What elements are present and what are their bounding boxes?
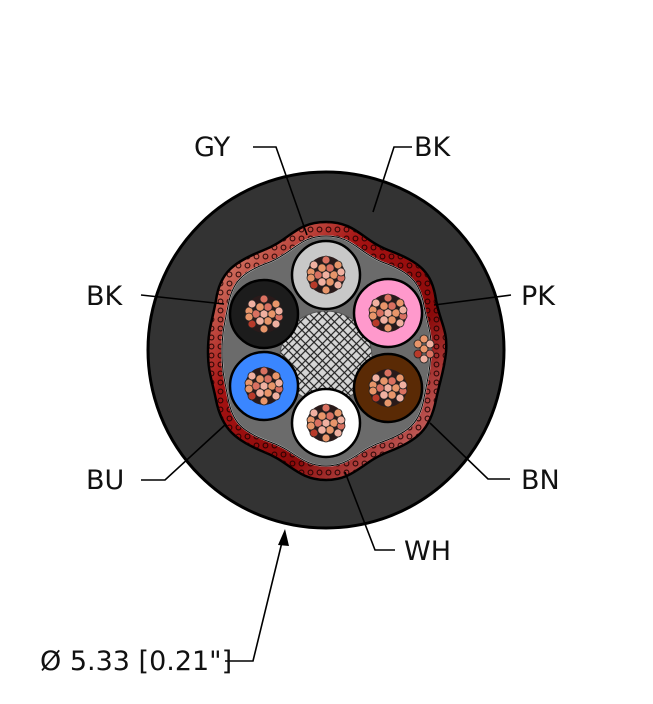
conductor-bu: [228, 350, 300, 422]
leader-wh: [344, 471, 395, 551]
label-wh: WH: [404, 536, 451, 567]
label-pk: PK: [521, 281, 555, 312]
conductor-pk: [352, 277, 424, 349]
label-bn: BN: [521, 465, 560, 496]
drain-wire: [413, 334, 435, 364]
leader-lines: [140, 146, 512, 662]
label-bk-jacket: BK: [414, 132, 451, 163]
label-bu: BU: [86, 465, 125, 496]
conductor-bk: [228, 278, 300, 350]
leader-diameter: [225, 537, 284, 662]
conductor-wh: [290, 387, 362, 459]
leader-gy: [253, 146, 308, 236]
label-bk-conductor: BK: [86, 281, 123, 312]
leader-bk-conductor: [140, 294, 225, 305]
leader-pk: [433, 294, 512, 306]
leader-bu: [141, 423, 227, 481]
diameter-dimension: Ø 5.33 [0.21"]: [40, 646, 233, 677]
conductor-gy: [290, 239, 362, 311]
leader-bk-jacket: [372, 146, 412, 213]
leader-bn: [429, 422, 510, 480]
arrowhead-icon: [278, 529, 289, 546]
conductor-bn: [352, 352, 424, 424]
label-gy: GY: [194, 132, 231, 163]
